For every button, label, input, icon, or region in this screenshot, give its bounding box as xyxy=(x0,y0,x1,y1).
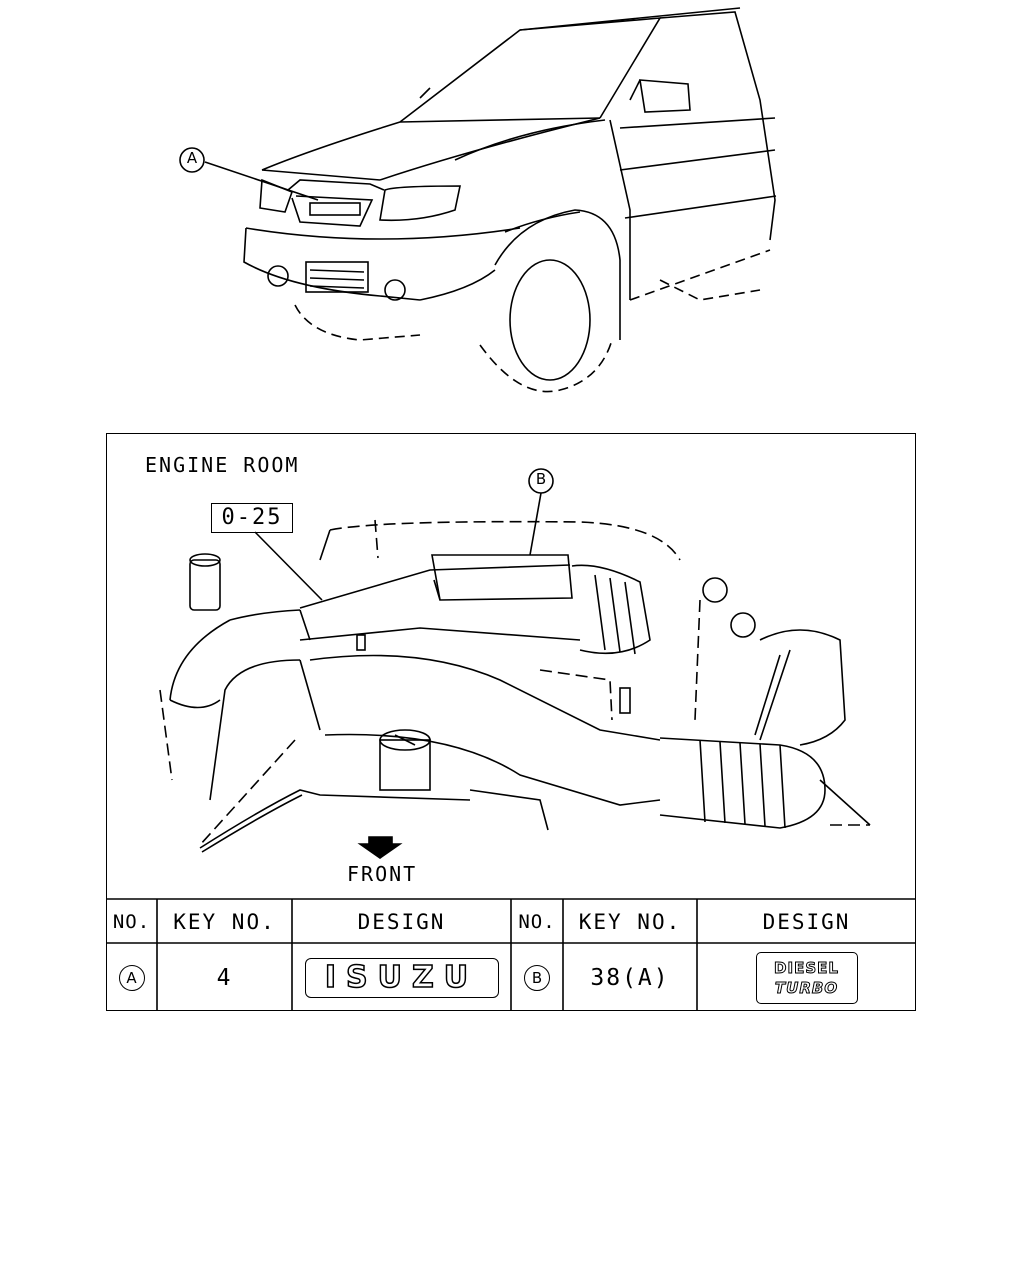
header-no-2: NO. xyxy=(518,910,556,933)
row-a-design: ISUZU xyxy=(292,944,511,1011)
engine-illustration xyxy=(159,468,871,859)
row-b-key-no: 38(A) xyxy=(590,964,670,991)
header-no-1: NO. xyxy=(112,910,151,933)
down-arrow-icon xyxy=(357,836,403,859)
turbo-emblem-text: TURBO xyxy=(774,978,839,997)
diesel-emblem-text: DIESEL xyxy=(774,958,839,977)
vehicle-illustration xyxy=(179,7,777,393)
row-b-no: B xyxy=(511,944,563,1011)
header-design-1: DESIGN xyxy=(357,909,446,934)
header-design-2: DESIGN xyxy=(762,909,851,934)
header-key-no-2: KEY NO. xyxy=(578,909,682,934)
front-label: FRONT xyxy=(347,862,418,886)
row-a-no-label: A xyxy=(118,964,145,991)
isuzu-emblem-text: ISUZU xyxy=(324,959,479,996)
row-a-key-no: 4 xyxy=(216,964,233,991)
engine-room-title: ENGINE ROOM xyxy=(145,453,300,477)
header-key-no-1: KEY NO. xyxy=(173,909,276,934)
callout-a-label: A xyxy=(186,149,198,167)
row-a-no: A xyxy=(106,944,157,1011)
row-b-no-label: B xyxy=(524,964,550,991)
ref-box: 0-25 xyxy=(211,503,293,533)
row-b-design: DIESEL TURBO xyxy=(697,944,916,1011)
callout-b-label: B xyxy=(535,470,547,488)
diesel-turbo-emblem: DIESEL TURBO xyxy=(755,951,858,1004)
isuzu-emblem: ISUZU xyxy=(304,957,499,998)
